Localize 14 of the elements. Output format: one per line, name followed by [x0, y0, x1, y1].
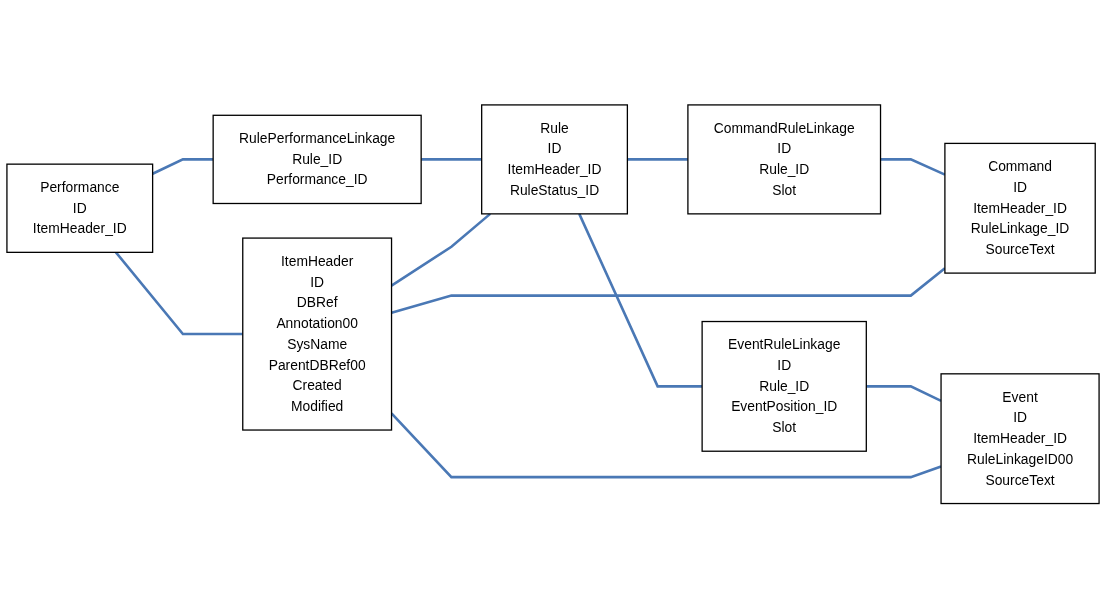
connector [866, 385, 942, 403]
connector [421, 158, 482, 161]
node-box: ItemHeader ID DBRef Annotation00 SysName ParentDBRef00 Created Modified [242, 237, 393, 431]
connector [627, 158, 688, 161]
node-box: Rule ID ItemHeader_ID RuleStatus_ID [481, 104, 629, 215]
node-box: Command ID ItemHeader_ID RuleLinkage_ID SourceText [944, 143, 1096, 274]
node-box: RulePerformanceLinkage Rule_ID Performance_ID [212, 114, 422, 205]
connector [114, 251, 243, 336]
node-box: Performance ID ItemHeader_ID [6, 163, 154, 254]
node-box: EventRuleLinkage ID Rule_ID EventPosition_ID Slot [701, 321, 867, 453]
node-box: CommandRuleLinkage ID Rule_ID Slot [687, 104, 882, 215]
connector [152, 158, 214, 176]
node-box: Event ID ItemHeader_ID RuleLinkageID00 SourceText [940, 373, 1100, 505]
connector [578, 213, 703, 388]
